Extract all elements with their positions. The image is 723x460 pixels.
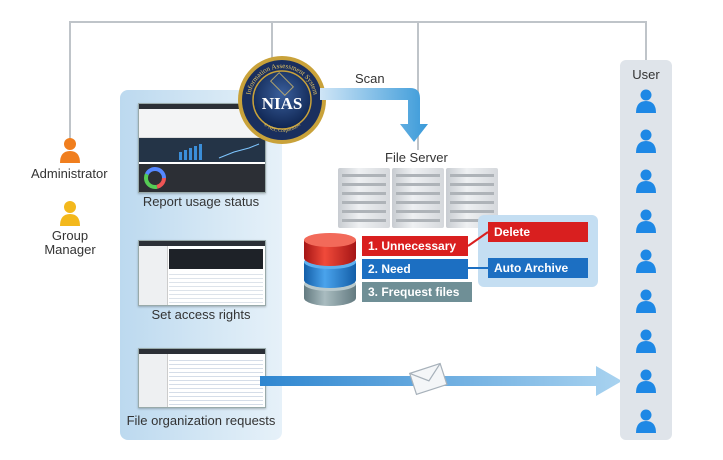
category-frequent: 3. Frequest files	[362, 282, 472, 302]
category-unnecessary: 1. Unnecessary	[362, 236, 468, 256]
server-rack-2	[392, 168, 444, 228]
user-title: User	[632, 67, 660, 82]
user-icon	[636, 329, 656, 358]
server-rack-1	[338, 168, 390, 228]
nias-logo: Information Assessment System © NEC Corp…	[236, 54, 328, 146]
scan-arrow	[320, 88, 428, 142]
user-icon	[636, 129, 656, 158]
access-rights-screenshot	[138, 240, 266, 306]
user-icon	[636, 209, 656, 238]
action-connectors	[467, 231, 490, 269]
feature-label-access: Set access rights	[151, 307, 251, 322]
user-icon	[636, 409, 656, 438]
administrator-icon	[60, 137, 80, 168]
user-icon	[636, 369, 656, 398]
organization-requests-screenshot	[138, 348, 266, 408]
logo-text: NIAS	[262, 94, 303, 113]
group-manager-icon	[60, 200, 80, 231]
scan-label: Scan	[355, 71, 385, 86]
administrator-label: Administrator	[31, 166, 108, 181]
feature-label-report: Report usage status	[142, 194, 260, 209]
user-icon	[636, 89, 656, 118]
user-icon	[636, 169, 656, 198]
envelope-icon	[406, 360, 450, 401]
database-icon	[304, 233, 356, 306]
user-icon	[636, 249, 656, 278]
action-auto-archive: Auto Archive	[488, 258, 588, 278]
file-server-label: File Server	[385, 150, 448, 165]
category-need: 2. Need	[362, 259, 468, 279]
action-delete: Delete	[488, 222, 588, 242]
user-icon	[636, 289, 656, 318]
feature-label-requests: File organization requests	[126, 413, 276, 428]
group-manager-label: Group Manager	[44, 228, 96, 257]
